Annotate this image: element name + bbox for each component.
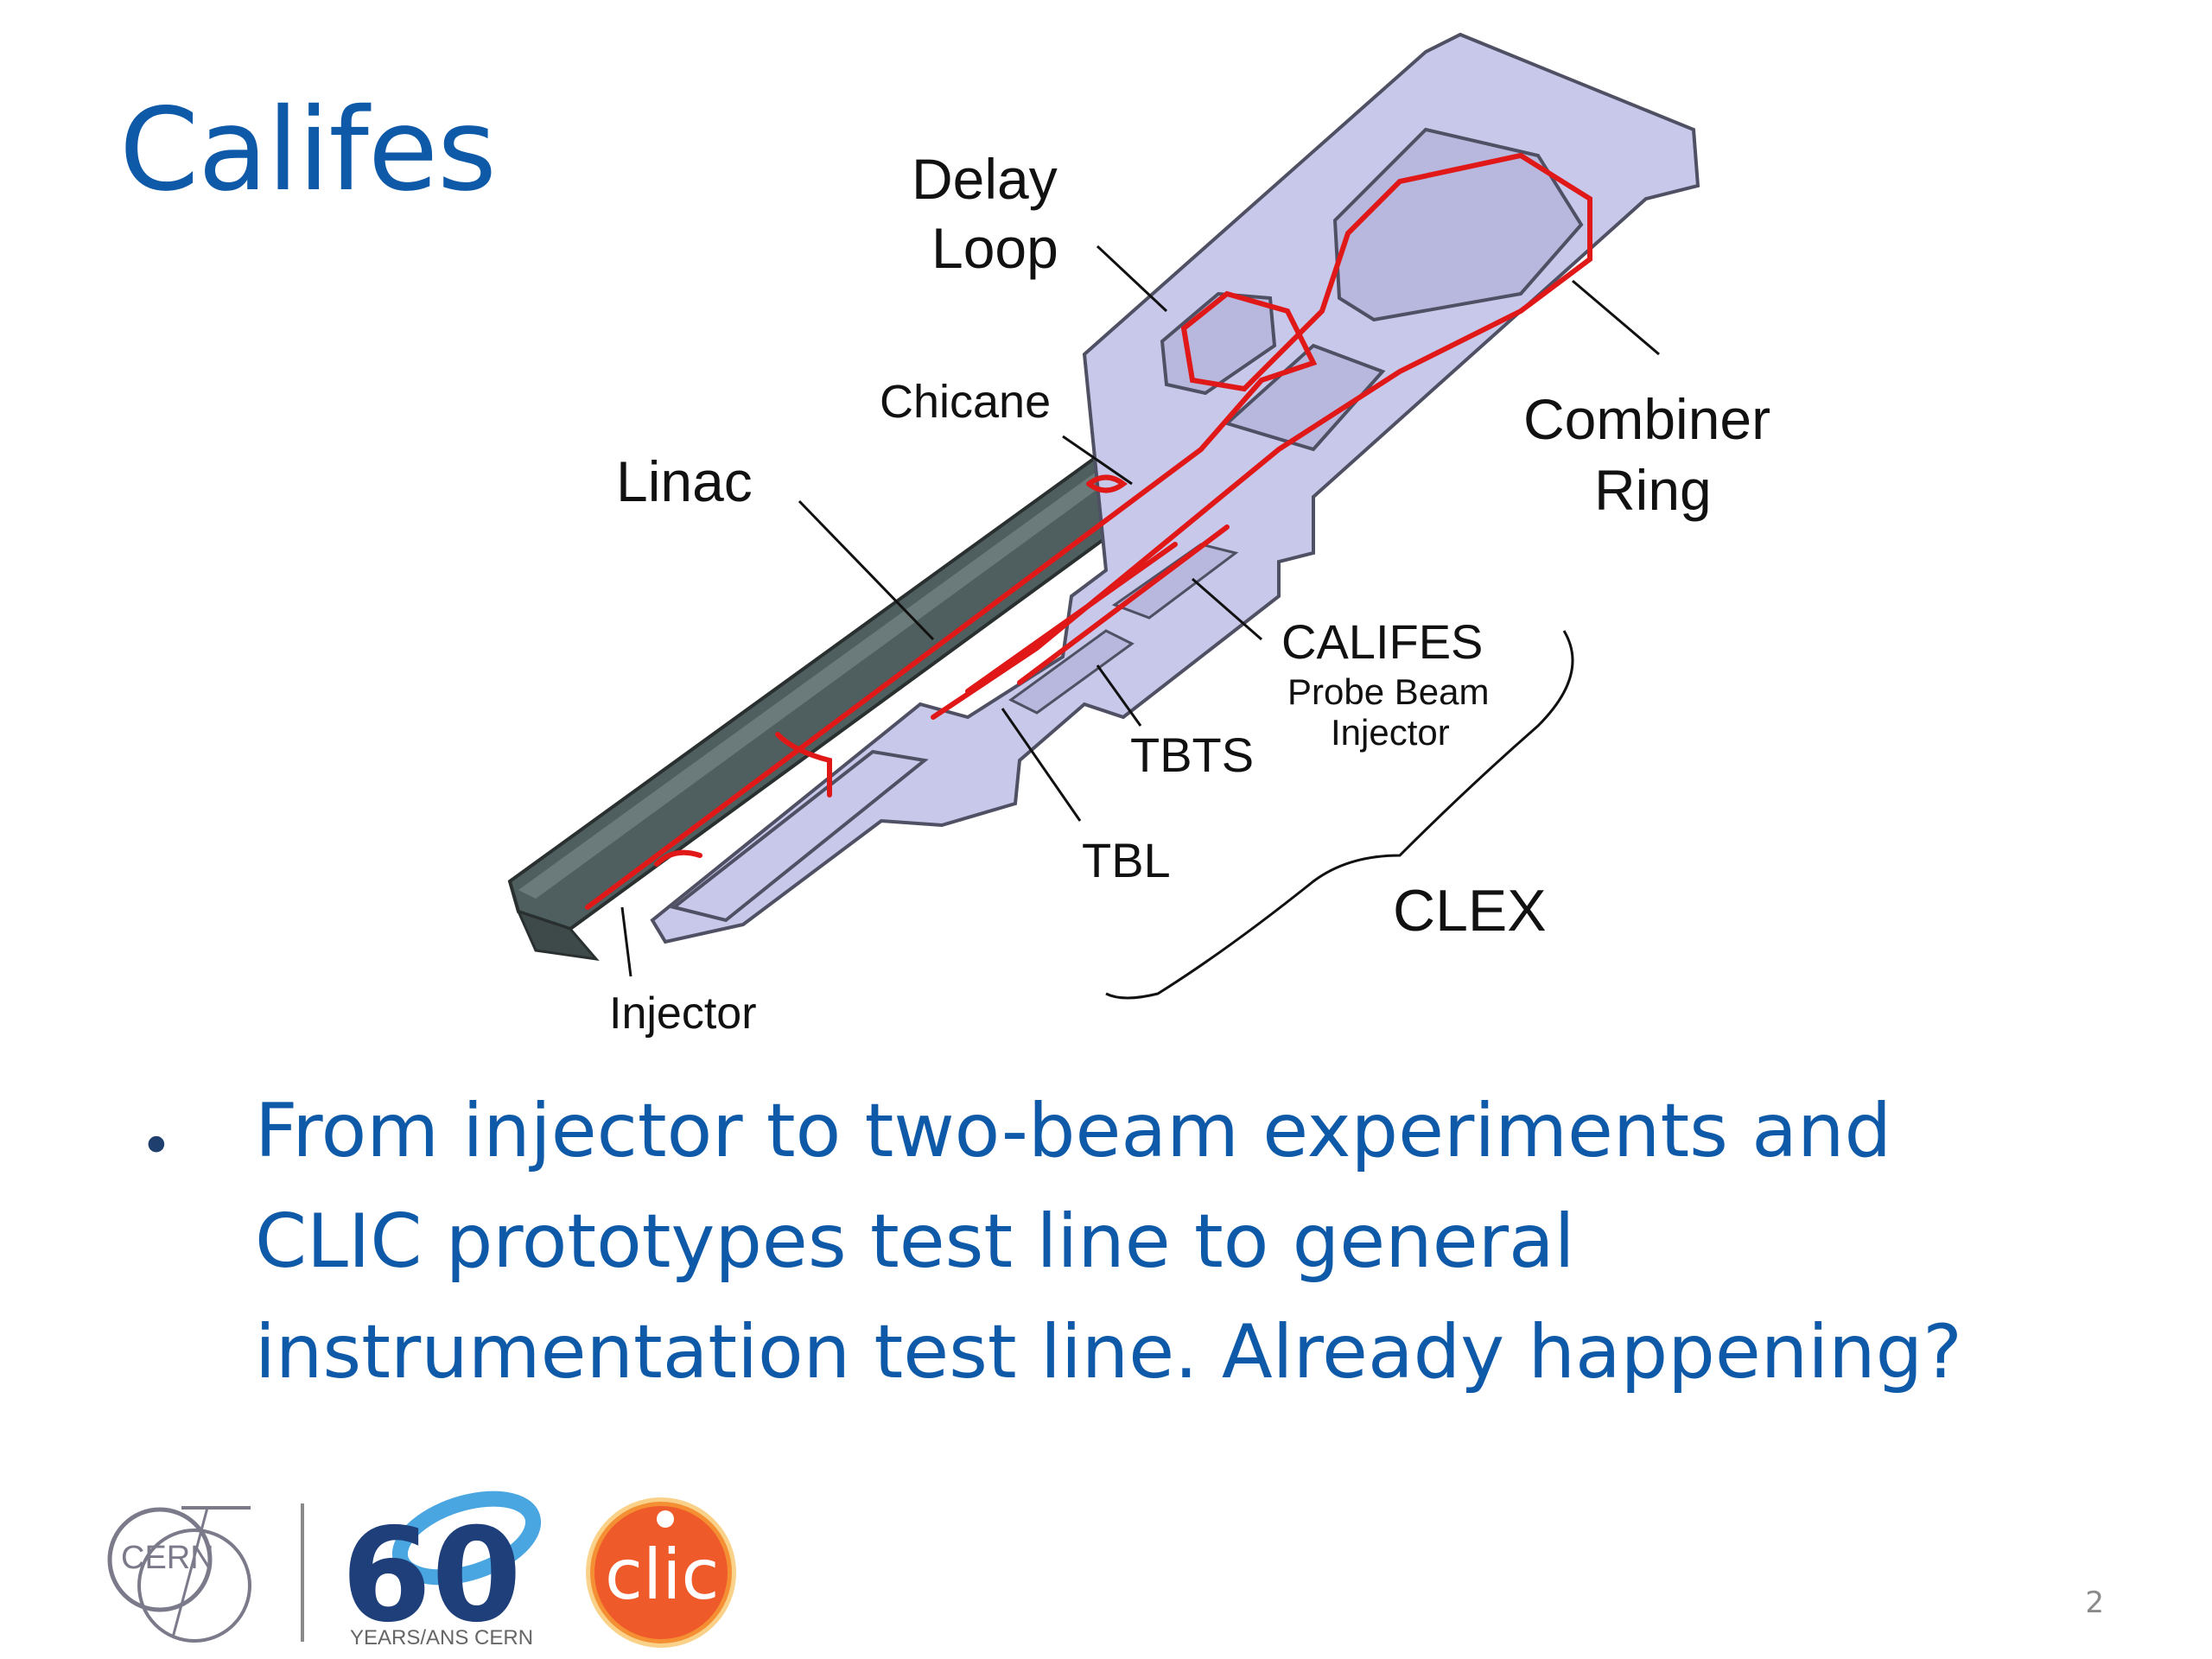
label-combiner-ring-line1: Combiner xyxy=(1523,387,1770,451)
clic-logo: clic xyxy=(586,1497,736,1648)
label-clex: CLEX xyxy=(1393,878,1547,944)
anniversary-60-logo: 60 YEARS/ANS CERN xyxy=(341,1491,542,1651)
label-califes: CALIFES xyxy=(1281,614,1483,669)
label-delay-loop-line1: Delay xyxy=(912,147,1058,211)
bullet-text: From injector to two-beam experiments an… xyxy=(255,1088,1962,1395)
clex-layout-diagram: Delay Loop Chicane Linac Combiner Ring C… xyxy=(507,32,1770,1039)
cern-logo-text: CERN xyxy=(121,1540,214,1576)
bullet-marker: • xyxy=(140,1115,173,1179)
label-delay-loop-line2: Loop xyxy=(931,216,1058,280)
clic-logo-text: clic xyxy=(605,1535,719,1615)
anniversary-number: 60 xyxy=(341,1501,522,1651)
label-probe-beam: Probe Beam xyxy=(1287,671,1489,712)
label-tbl: TBL xyxy=(1082,833,1171,887)
cern-logo: CERN xyxy=(107,1506,251,1643)
page-number: 2 xyxy=(2085,1586,2104,1620)
callout-lines xyxy=(620,245,1660,1000)
anniversary-caption: YEARS/ANS CERN xyxy=(350,1626,533,1649)
label-linac: Linac xyxy=(616,449,753,513)
label-tbts: TBTS xyxy=(1130,728,1254,782)
slide-title: Califes xyxy=(119,84,497,217)
label-injector: Injector xyxy=(609,988,757,1039)
beam-lines xyxy=(585,152,1592,910)
clex-hall xyxy=(650,32,1700,944)
label-chicane: Chicane xyxy=(880,376,1051,428)
label-combiner-ring-line2: Ring xyxy=(1594,458,1712,522)
label-probe-injector: Injector xyxy=(1331,712,1450,753)
footer-logos: CERN 60 YEARS/ANS CERN clic xyxy=(107,1491,736,1651)
